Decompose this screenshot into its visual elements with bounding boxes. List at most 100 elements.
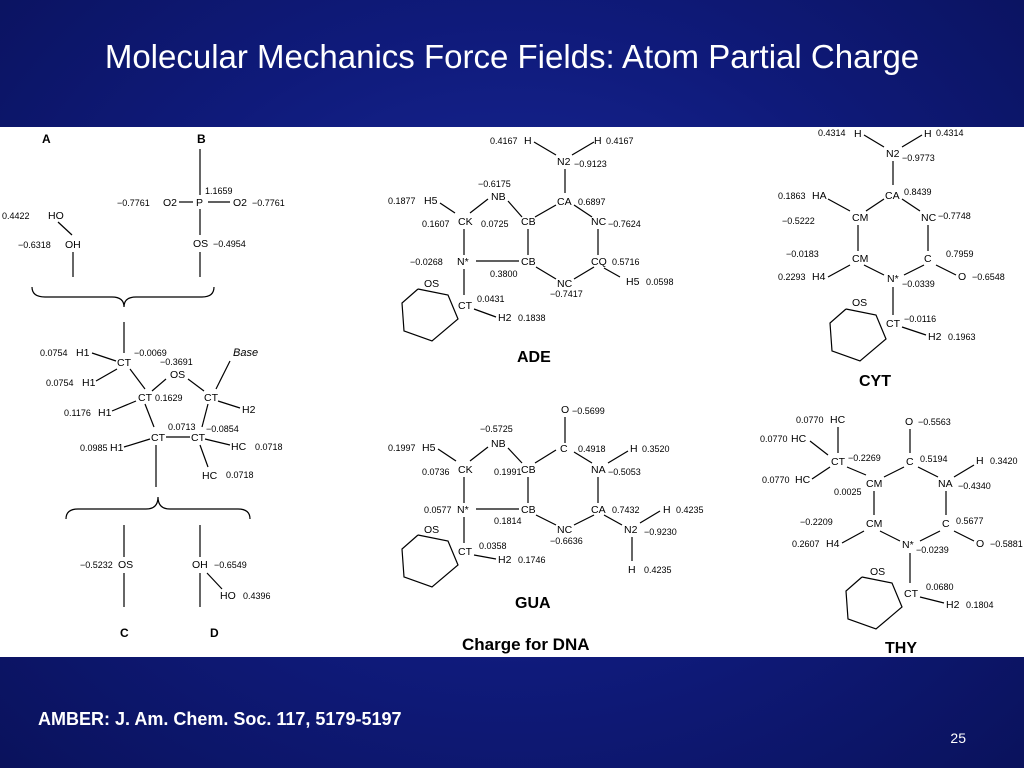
gua-na-atom: NA [591,464,606,476]
gua-ct-charge: 0.0358 [479,541,507,551]
gua-na-charge: −0.5053 [608,467,641,477]
thy-hc1-charge: 0.0770 [796,415,824,425]
thy-cm1-atom: CM [866,478,882,490]
label-ade: ADE [517,349,551,366]
gua-n-charge: 0.0577 [424,505,452,515]
figure-caption: Charge for DNA [462,635,590,654]
cyt-h-left-charge: 0.4314 [818,128,846,138]
sugar-fragment: 0.0754 H1 −0.0069 CT 0.0754 H1 Base −0.3… [40,347,283,487]
thy-ct-atom: CT [904,588,919,600]
cyt-h-right-atom: H [924,128,932,140]
c-os-atom: OS [118,559,133,571]
b-o2r-atom: O2 [233,197,247,209]
gua-c-charge: 0.4918 [578,444,606,454]
gua-cb2-atom: CB [521,504,536,516]
sugar-h1d-atom: H1 [110,442,124,454]
a-ho-charge: 0.4422 [2,211,30,221]
ade-nc1-atom: NC [591,216,607,228]
sugar-hc2-atom: HC [202,470,218,482]
cyt-nc-atom: NC [921,212,937,224]
sugar-hc1-charge: 0.0718 [255,442,283,452]
label-c: C [120,626,129,640]
cyt-structure: 0.4314 H H 0.4314 N2 −0.9773 CA 0.8439 0… [778,128,1005,390]
sugar-hc1-atom: HC [231,441,247,453]
a-ho-atom: HO [48,210,64,222]
ade-n-atom: N* [457,256,469,268]
sugar-hc2-charge: 0.0718 [226,470,254,480]
thy-hc1-atom: HC [830,414,846,426]
ade-cq-charge: 0.5716 [612,257,640,267]
cyt-ct-atom: CT [886,318,901,330]
sugar-ct5-charge: −0.0854 [206,424,239,434]
b-os-atom: OS [193,238,208,250]
thy-structure: 0.0770 HC 0.0770 HC 0.0770 HC CT −0.2269… [760,414,1023,657]
gua-n2-charge: −0.9230 [644,527,677,537]
cyt-ct-charge: −0.0116 [904,314,936,324]
gua-h-atom: H [630,443,638,455]
figure-svg: A 0.4422 HO −0.6318 OH B 1.1659 −0.7761 … [2,128,1023,657]
sugar-h1a-charge: 0.0754 [40,348,68,358]
gua-nb-atom: NB [491,438,506,450]
thy-n-charge: −0.0239 [916,545,949,555]
ade-h-left-charge: 0.4167 [490,136,518,146]
cyt-c-charge: 0.7959 [946,249,974,259]
sugar-h1c-atom: H1 [98,407,112,419]
ade-ca-atom: CA [557,196,572,208]
cyt-sugar-ring [829,308,887,362]
sugar-ct5-atom: CT [191,432,206,444]
ade-cb1-atom: CB [521,216,536,228]
thy-cm2-charge: −0.2209 [800,517,833,527]
thy-os-atom: OS [870,566,885,578]
gua-sugar-ring [401,534,459,588]
d-ho-charge: 0.4396 [243,591,271,601]
thy-h-atom: H [976,455,984,467]
cyt-cm2-charge: −0.0183 [786,249,819,259]
ade-ca-charge: 0.6897 [578,197,606,207]
page-number: 25 [950,730,966,746]
sugar-ct4-charge: 0.0713 [168,422,196,432]
ade-cq-atom: CQ [591,256,607,268]
cyt-c-atom: C [924,253,932,265]
thy-h4-atom: H4 [826,538,840,550]
cyt-h4-atom: H4 [812,271,826,283]
ade-n2-charge: −0.9123 [574,159,607,169]
b-o2l-atom: O2 [163,197,177,209]
label-cyt: CYT [859,373,891,390]
dna-charge-figure: A 0.4422 HO −0.6318 OH B 1.1659 −0.7761 … [0,127,1024,657]
gua-os-atom: OS [424,524,439,536]
label-thy: THY [885,640,917,657]
thy-h2-charge: 0.1804 [966,600,994,610]
gua-h2-atom: H2 [498,554,512,566]
cyt-o-charge: −0.6548 [972,272,1005,282]
gua-nb-charge: −0.5725 [480,424,513,434]
ade-structure: 0.4167 H H 0.4167 N2 −0.9123 −0.6175 NB … [388,135,674,366]
ade-h5b-atom: H5 [626,276,640,288]
cyt-ha-charge: 0.1863 [778,191,806,201]
thy-ct-methyl-atom: CT [831,456,846,468]
gua-ca-charge: 0.7432 [612,505,640,515]
gua-cb1-charge: 0.1991 [494,467,522,477]
cyt-os-atom: OS [852,297,867,309]
sugar-ct1-atom: CT [117,357,132,369]
fragment-a: A 0.4422 HO −0.6318 OH [2,132,81,277]
lower-brace [65,496,251,520]
thy-h-charge: 0.3420 [990,456,1018,466]
thy-c2-atom: C [942,518,950,530]
label-base: Base [233,347,258,359]
b-os-charge: −0.4954 [213,239,246,249]
gua-ct-atom: CT [458,546,473,558]
gua-nc-charge: −0.6636 [550,536,583,546]
ade-ck-charge: 0.1607 [422,219,450,229]
b-o2l-charge: −0.7761 [117,198,150,208]
gua-h5-atom: H5 [422,442,436,454]
thy-ct-charge: 0.0680 [926,582,954,592]
thy-sugar-ring [845,576,903,630]
cyt-h4-charge: 0.2293 [778,272,806,282]
cyt-h2-atom: H2 [928,331,942,343]
cyt-nc-charge: −0.7748 [938,211,971,221]
gua-h2-charge: 0.1746 [518,555,546,565]
thy-na-charge: −0.4340 [958,481,991,491]
cyt-ha-atom: HA [812,190,827,202]
thy-na-atom: NA [938,478,953,490]
ade-h-left-atom: H [524,135,532,147]
